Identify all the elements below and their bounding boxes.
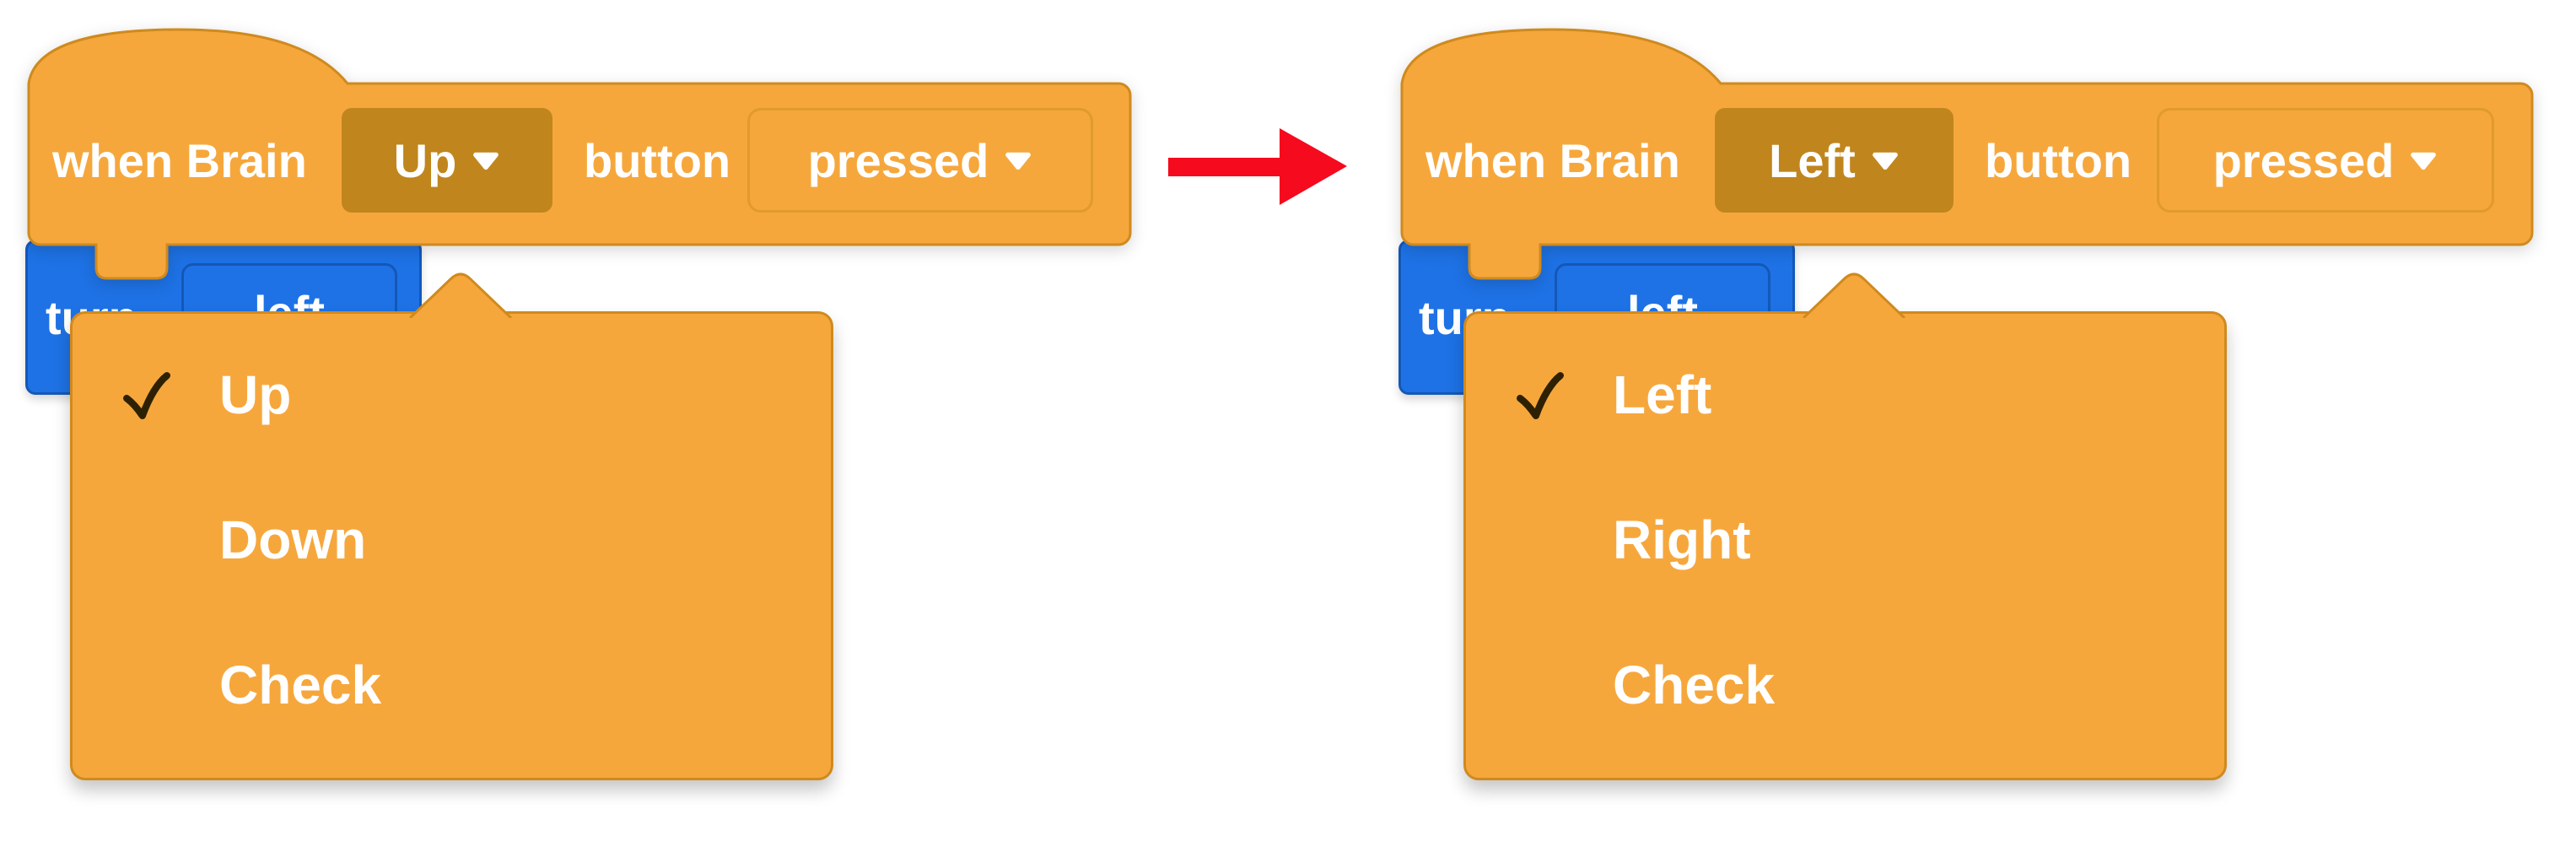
check-icon (1517, 372, 1564, 419)
menu-item-label: Right (1613, 510, 1751, 570)
menu-pointer (1802, 272, 1906, 318)
menu-item-label: Check (219, 655, 382, 715)
hat-block-content: when Brain Up button pressed (29, 108, 1176, 213)
menu-item-up[interactable]: Up (73, 322, 831, 467)
menu-item-label: Check (1613, 655, 1776, 715)
brain-button-dropdown[interactable]: Left (1715, 108, 1954, 213)
menu-item-check[interactable]: Check (73, 612, 831, 758)
dropdown-caret-icon (1872, 152, 1898, 170)
brain-button-value: Left (1769, 133, 1856, 187)
button-state-value: pressed (807, 133, 989, 187)
dropdown-caret-icon (2411, 152, 2437, 170)
when-brain-label: when Brain (52, 133, 307, 187)
menu-pointer (408, 272, 513, 318)
menu-item-down[interactable]: Down (73, 467, 831, 612)
selected-check-slot (1515, 370, 1567, 419)
button-state-value: pressed (2212, 133, 2395, 187)
when-brain-hat-block[interactable] (1400, 26, 2534, 281)
dropdown-caret-icon (473, 152, 499, 170)
menu-item-label: Left (1613, 364, 1712, 425)
transition-arrow-icon (1168, 128, 1347, 205)
check-icon (123, 372, 170, 419)
button-dropdown-menu: Up Down Check (70, 272, 833, 780)
selected-check-slot (121, 370, 174, 419)
brain-button-dropdown[interactable]: Up (342, 108, 552, 213)
menu-item-right[interactable]: Right (1466, 467, 2224, 612)
when-brain-hat-block[interactable] (27, 26, 1132, 281)
hat-block-content: when Brain Left button pressed (1402, 108, 2576, 213)
button-dropdown-menu: Left Right Check (1463, 272, 2227, 780)
when-brain-label: when Brain (1425, 133, 1680, 187)
script-after: turn left when Brain Left button pressed (1398, 26, 2576, 829)
menu-item-check[interactable]: Check (1466, 612, 2224, 758)
button-state-dropdown[interactable]: pressed (747, 108, 1093, 213)
button-state-dropdown[interactable]: pressed (2157, 108, 2494, 213)
button-label: button (584, 133, 731, 187)
script-before: turn left when Brain Up button pressed (25, 26, 1176, 829)
button-label: button (1985, 133, 2132, 187)
dropdown-caret-icon (1005, 152, 1032, 170)
menu-item-label: Down (219, 510, 367, 570)
menu-item-left[interactable]: Left (1466, 322, 2224, 467)
menu-item-label: Up (219, 364, 292, 425)
brain-button-value: Up (393, 133, 457, 187)
